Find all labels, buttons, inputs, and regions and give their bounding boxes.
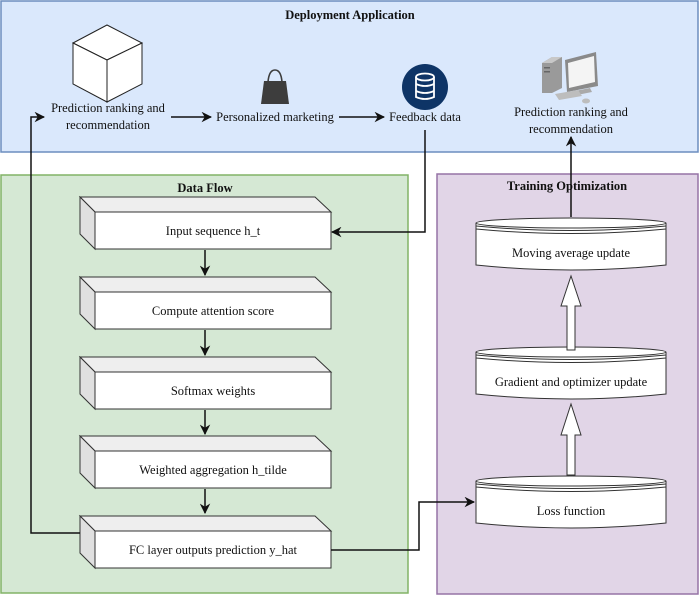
dataflow-step-label: Softmax weights [171,384,256,398]
dataflow-step-label: FC layer outputs prediction y_hat [129,543,298,557]
training-step-label: Loss function [537,504,606,518]
dataflow-step: Compute attention score [78,275,333,331]
arrow-loss-to-gradient [560,402,582,476]
node-label-line1: Prediction ranking and [514,105,629,119]
node-prediction-ranking-2: Prediction ranking and recommendation [514,105,629,136]
arrow-gradient-to-moving-average [560,274,582,351]
arrow-feedback-to-input [330,130,426,238]
training-step: Gradient and optimizer update [475,346,667,400]
dataflow-step: Input sequence h_t [78,195,333,251]
dataflow-step: FC layer outputs prediction y_hat [78,514,333,570]
computer-icon [542,52,598,104]
shopping-bag-icon [261,69,289,104]
dataflow-step-label: Weighted aggregation h_tilde [139,463,287,477]
dataflow-step-label: Compute attention score [152,304,275,318]
dataflow-step: Softmax weights [78,355,333,411]
training-step: Moving average update [475,217,667,271]
node-personalized-marketing: Personalized marketing [216,110,334,124]
training-step-label: Moving average update [512,246,630,260]
node-label-line2: recommendation [529,122,614,136]
node-label-line1: Prediction ranking and [51,101,166,115]
dataflow-title: Data Flow [177,181,232,195]
cube-icon [71,24,144,103]
arrow-fc-to-loss [331,496,476,551]
dataflow-step-label: Input sequence h_t [166,224,261,238]
arrow-fc-to-prediction [30,111,80,534]
training-step-label: Gradient and optimizer update [495,375,648,389]
training-step: Loss function [475,475,667,529]
training-title: Training Optimization [507,179,627,193]
node-prediction-ranking-1: Prediction ranking and recommendation [51,101,166,132]
node-label-line2: recommendation [66,118,151,132]
deployment-title: Deployment Application [285,8,415,22]
database-icon [402,64,448,110]
node-feedback-data: Feedback data [389,110,461,124]
dataflow-step: Weighted aggregation h_tilde [78,434,333,490]
